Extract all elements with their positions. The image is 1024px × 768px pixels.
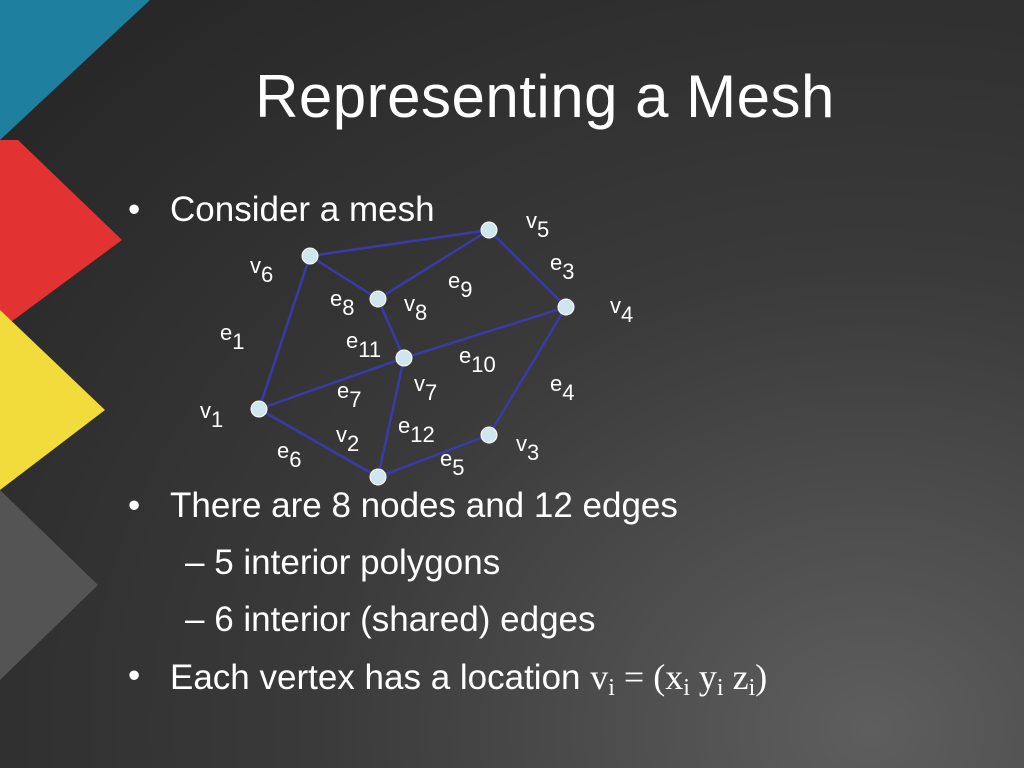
slide-title: Representing a Mesh [255, 63, 835, 130]
mesh-node-v2 [369, 468, 387, 486]
mesh-edge-e9 [377, 228, 490, 301]
vertex-label-v1: v1 [200, 398, 224, 432]
decorative-side-shapes [0, 0, 150, 680]
vertex-label-v8: v8 [404, 291, 428, 325]
bullet-consider-mesh: • Consider a mesh [128, 190, 435, 230]
bullet-vertex-location: • Each vertex has a location vi = (xi yi… [128, 656, 768, 702]
edge-label-e4: e4 [550, 371, 575, 405]
mesh-edge-e4 [487, 306, 568, 436]
mesh-edge-e2 [309, 228, 490, 258]
mesh-edge-e11 [376, 298, 406, 359]
vertex-label-v7: v7 [414, 371, 438, 405]
edge-label-e6: e6 [277, 438, 302, 472]
mesh-edge-e1 [257, 255, 312, 410]
vertex-label-v2: v2 [336, 422, 360, 456]
mesh-edge-e6 [258, 407, 379, 479]
edge-label-e3: e3 [550, 250, 575, 284]
vertex-label-v6: v6 [250, 253, 274, 287]
bullet-marker: • [128, 190, 141, 229]
mesh-node-v8 [369, 290, 387, 308]
sub-bullet-text: 5 interior polygons [214, 543, 501, 582]
sub-bullet-marker: – [185, 543, 205, 582]
yellow-diamond [0, 310, 105, 490]
bullet-text: Each vertex has a location [170, 658, 581, 697]
sub-bullet-marker: – [185, 600, 205, 639]
bullet-nodes-edges: • There are 8 nodes and 12 edges [128, 486, 678, 526]
teal-triangle [0, 0, 150, 140]
mesh-edge-e10 [403, 305, 567, 360]
mesh-edge-e7 [258, 356, 405, 411]
mesh-node-v4 [557, 298, 575, 316]
vertex-label-v3: v3 [516, 431, 540, 465]
edge-label-e7: e7 [337, 378, 362, 412]
edge-label-e9: e9 [448, 268, 473, 302]
vertex-label-v4: v4 [610, 293, 634, 327]
mesh-node-v6 [301, 247, 319, 265]
mesh-node-v3 [480, 426, 498, 444]
sub-bullet-shared-edges: – 6 interior (shared) edges [185, 600, 596, 640]
vertex-label-v5: v5 [526, 208, 550, 242]
edge-label-e10: e10 [459, 343, 496, 377]
bullet-text: Consider a mesh [170, 190, 435, 229]
bullet-text: There are 8 nodes and 12 edges [170, 486, 678, 525]
gray-diamond [0, 490, 98, 680]
sub-bullet-text: 6 interior (shared) edges [214, 600, 596, 639]
bullet-marker: • [128, 656, 141, 695]
mesh-edge-e8 [309, 254, 379, 301]
mesh-edge-e5 [377, 433, 490, 479]
mesh-edge-e12 [376, 357, 406, 478]
edge-label-e1: e1 [220, 320, 245, 354]
edge-label-e8: e8 [330, 286, 355, 320]
mesh-node-v7 [395, 349, 413, 367]
bullet-marker: • [128, 486, 141, 525]
edge-label-e11: e11 [346, 328, 382, 362]
location-formula: vi = (xi yi zi) [590, 657, 768, 701]
mesh-edge-e3 [488, 229, 567, 308]
edge-label-e12: e12 [398, 413, 435, 447]
red-diamond [0, 140, 122, 330]
edge-label-e5: e5 [440, 446, 465, 480]
sub-bullet-polygons: – 5 interior polygons [185, 543, 500, 583]
mesh-node-v1 [250, 400, 268, 418]
mesh-node-v5 [480, 221, 498, 239]
